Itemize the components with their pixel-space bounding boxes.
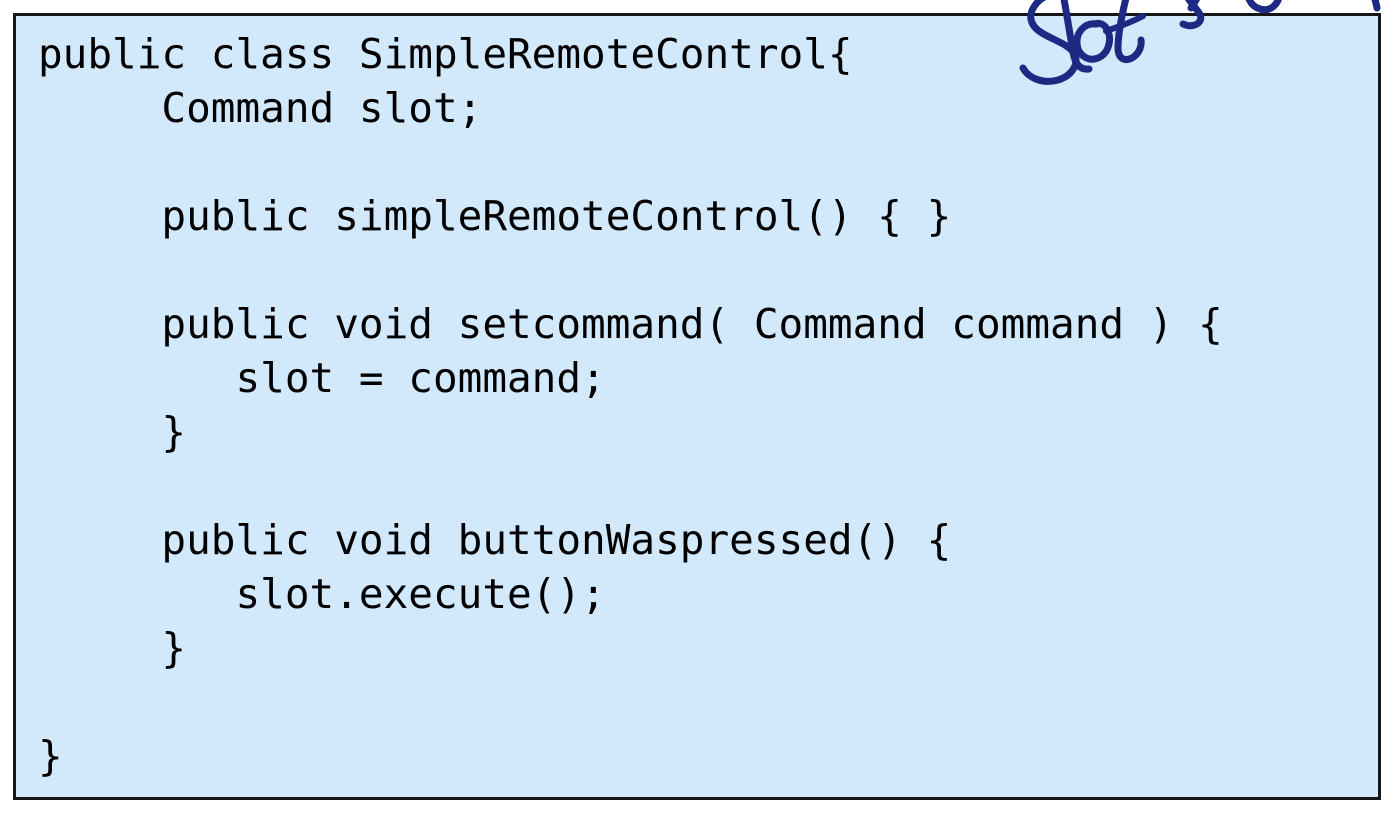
code-line: public void setcommand( Command command … (38, 300, 1223, 348)
code-line: public simpleRemoteControl() { } (38, 192, 952, 240)
code-line: slot.execute(); (38, 570, 606, 618)
code-listing-box: public class SimpleRemoteControl{ Comman… (13, 13, 1381, 800)
java-code-listing: public class SimpleRemoteControl{ Comman… (38, 27, 1223, 783)
code-line (38, 459, 1223, 513)
code-line: } (38, 732, 63, 780)
code-line (38, 243, 1223, 297)
code-line (38, 675, 1223, 729)
ink-stroke-fragment-2 (1187, 0, 1201, 12)
code-line: public void buttonWaspressed() { (38, 516, 952, 564)
code-line: } (38, 624, 187, 672)
code-line: public class SimpleRemoteControl{ (38, 30, 853, 78)
code-line: slot = command; (38, 354, 606, 402)
ink-stroke-fragment-3 (1245, 0, 1282, 14)
code-line (38, 135, 1223, 189)
code-line: } (38, 408, 187, 456)
ink-stroke-fragment-4 (1371, 0, 1381, 12)
code-line: Command slot; (38, 84, 483, 132)
